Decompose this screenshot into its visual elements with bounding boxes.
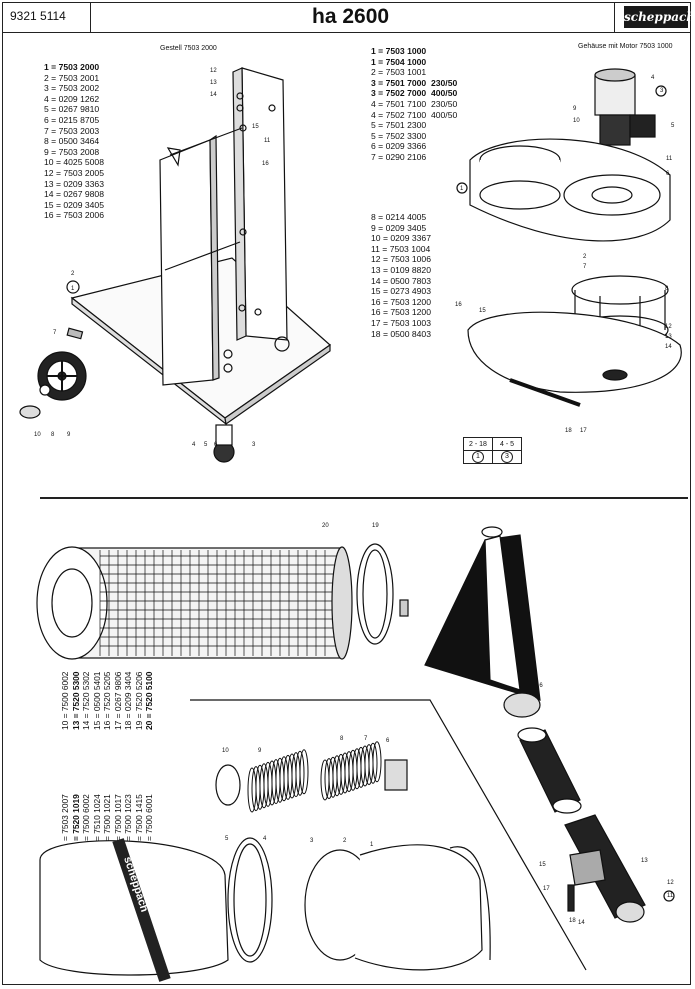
part-entry: 4 = 0209 1262 <box>44 93 100 104</box>
part-entry: 8 = 0214 4005 <box>371 212 427 222</box>
part-entry: 12 = 7503 2005 <box>44 167 104 178</box>
part-entry: 6 = 0209 3366 <box>371 141 427 152</box>
part-entry: 9 = 0209 3405 <box>371 222 427 233</box>
part-entry: 4 = 7501 7100 230/50 <box>371 98 458 109</box>
part-entry: 1 = 7503 2007 <box>60 794 70 848</box>
header-separator <box>90 2 91 32</box>
part-entry: 10 = 4025 5008 <box>44 157 104 168</box>
part-entry: 16 = 7520 5205 <box>102 671 112 730</box>
part-entry: 1 = 7503 2000 <box>44 62 100 72</box>
reference-table: 2 - 18 4 - 5 1 3 <box>463 437 522 464</box>
part-entry: 15 = 0273 4903 <box>371 286 431 297</box>
part-entry: 4 = 7510 1024 <box>91 794 102 848</box>
part-entry: 16 = 7503 2006 <box>44 210 104 221</box>
part-entry: 17 = 7503 1003 <box>371 317 431 328</box>
part-entry: 8 = 7500 1415 <box>133 794 144 848</box>
ref-table-head: 2 - 18 <box>463 437 493 451</box>
ref-circle: 3 <box>501 451 513 463</box>
ref-table-head: 4 - 5 <box>492 437 522 451</box>
part-entry: 1 = 7503 1000 <box>371 46 427 56</box>
part-entry: 16 = 7503 1200 <box>371 296 431 307</box>
part-entry: 3 = 7503 2002 <box>44 83 100 94</box>
part-entry: 6 = 7500 1017 <box>112 794 123 848</box>
part-entry: 10 = 0209 3367 <box>371 233 431 244</box>
part-entry: 5 = 7502 3300 <box>371 130 427 141</box>
part-entry: 4 = 7502 7100 400/50 <box>371 109 458 120</box>
part-entry: 5 = 0267 9810 <box>44 104 100 115</box>
part-entry: 3 = 7502 7000 400/50 <box>371 88 458 99</box>
part-entry: 6 = 0215 8705 <box>44 114 100 125</box>
part-entry: 15 = 0500 5401 <box>91 671 102 730</box>
part-entry: 2 = 7503 2001 <box>44 72 100 83</box>
ref-table-cell: 3 <box>492 450 522 464</box>
ref-table-cell: 1 <box>463 450 493 464</box>
part-entry: 18 = 0209 3404 <box>123 671 133 730</box>
part-entry: 14 = 7520 5302 <box>81 671 91 730</box>
part-entry: 7 = 7500 1023 <box>123 794 133 848</box>
part-entry: 13 = 7520 5300 <box>70 671 81 730</box>
part-entry: 12 = 7503 1006 <box>371 254 431 265</box>
header-bar: 9321 5114 ha 2600 scheppach <box>2 2 695 33</box>
part-entry: 9 = 7500 6001 <box>144 794 154 848</box>
part-entry: 1 = 7504 1000 <box>371 56 427 67</box>
header-separator <box>614 2 615 32</box>
part-entry: 20 = 7520 5100 <box>144 671 154 730</box>
part-entry: 15 = 0209 3405 <box>44 199 104 210</box>
part-entry: 14 = 0267 9808 <box>44 189 104 200</box>
part-entry: 3 = 7501 7000 230/50 <box>371 77 458 88</box>
part-entry: 5 = 7501 2300 <box>371 120 427 131</box>
brand-logo: scheppach <box>624 6 695 28</box>
part-entry: 5 = 7500 1021 <box>102 794 112 848</box>
section-divider <box>40 497 688 499</box>
part-entry: 14 = 0500 7803 <box>371 275 431 286</box>
part-entry: 19 = 7520 5206 <box>133 671 144 730</box>
part-entry: 2 = 7503 1001 <box>371 67 427 78</box>
housing-caption: Gehäuse mit Motor 7503 1000 <box>578 43 673 50</box>
model-title: ha 2600 <box>312 5 390 28</box>
part-entry: 2 = 7520 1019 <box>70 794 81 848</box>
part-entry: 3 = 7500 6002 <box>81 794 91 848</box>
part-entry: 13 = 0109 8820 <box>371 264 431 275</box>
part-entry: 7 = 7503 2003 <box>44 125 100 136</box>
stand-caption: Gestell 7503 2000 <box>160 45 217 52</box>
part-entry: 10 = 7500 6002 <box>60 671 70 730</box>
part-entry: 9 = 7503 2008 <box>44 146 100 157</box>
part-entry: 7 = 0290 2106 <box>371 151 427 162</box>
part-entry: 17 = 0267 9806 <box>112 671 123 730</box>
part-entry: 8 = 0500 3464 <box>44 136 100 147</box>
part-entry: 13 = 0209 3363 <box>44 178 104 189</box>
part-entry: 16 = 7503 1200 <box>371 307 431 318</box>
part-entry: 11 = 7503 1004 <box>371 243 431 254</box>
document-number: 9321 5114 <box>10 9 66 23</box>
part-entry: 18 = 0500 8403 <box>371 328 431 339</box>
ref-circle: 1 <box>472 451 484 463</box>
